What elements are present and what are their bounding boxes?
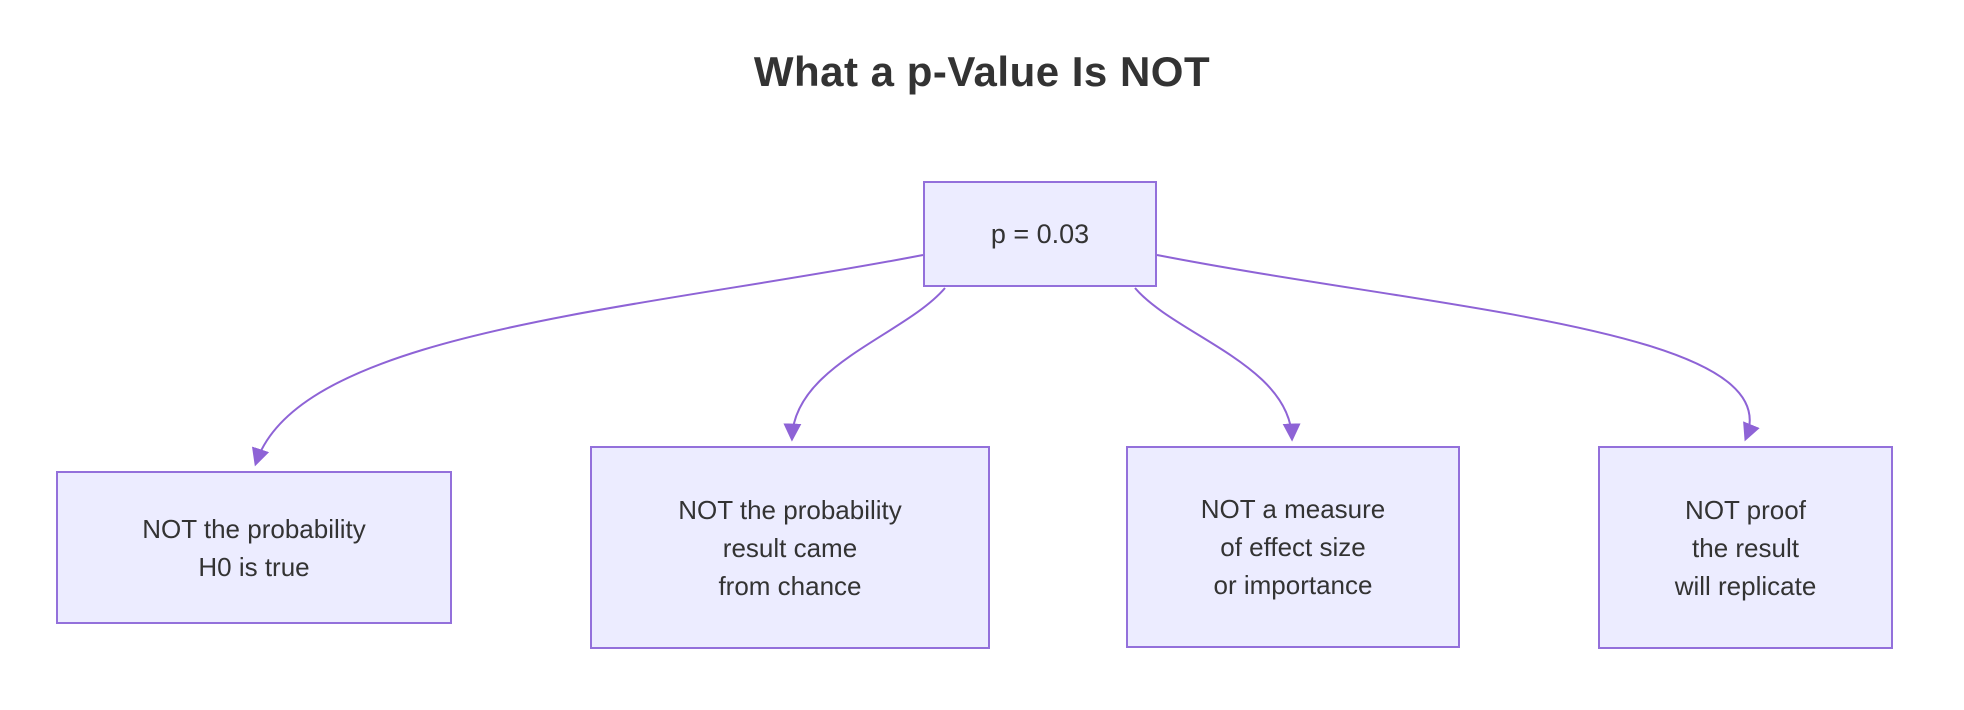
node-line: the result [1692, 532, 1799, 563]
node-not-probability-h0: NOT the probability H0 is true [56, 471, 452, 624]
diagram-title: What a p-Value Is NOT [753, 48, 1211, 95]
node-line: NOT proof [1685, 494, 1806, 525]
node-line: result came [722, 532, 858, 563]
node-line: NOT the probability [678, 494, 902, 525]
node-line: of effect size [1220, 532, 1366, 562]
node-line: H0 is true [198, 551, 310, 582]
node-root: p = 0.03 [923, 181, 1157, 287]
node-line: from chance [718, 570, 862, 601]
node-line: NOT the probability [142, 513, 366, 544]
edge-root-to-child-3 [1134, 287, 1301, 442]
node-root-label: p = 0.03 [990, 219, 1090, 249]
edge-root-to-child-1 [252, 254, 924, 467]
node-not-replication-proof: NOT proof the result will replicate [1598, 446, 1893, 649]
edge-root-to-child-2 [783, 287, 946, 442]
node-not-probability-chance: NOT the probability result came from cha… [590, 446, 990, 649]
node-line: or importance [1213, 570, 1373, 600]
node-line: will replicate [1674, 570, 1817, 601]
node-not-effect-size: NOT a measure of effect size or importan… [1126, 446, 1460, 648]
edge-root-to-child-4 [1156, 254, 1760, 442]
node-line: NOT a measure [1200, 494, 1386, 524]
